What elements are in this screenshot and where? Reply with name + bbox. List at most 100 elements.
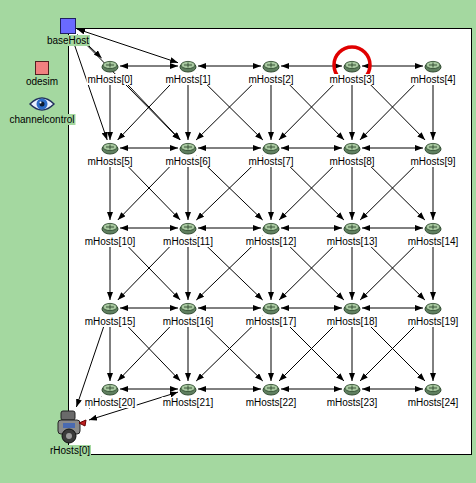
link-arrow [77,35,180,140]
node-label: mHosts[6] [164,156,211,167]
node-icon [343,382,361,396]
link-arrow [198,148,261,149]
node-icon [424,141,442,155]
node-label: mHosts[20] [84,397,137,408]
node-icon [343,141,361,155]
node-icon [101,141,119,155]
network-node: mHosts[4] [424,59,442,73]
node-label: mHosts[21] [162,397,215,408]
network-node: channelcontrol [29,95,55,113]
link-arrow [281,308,342,309]
network-node: mHosts[9] [424,141,442,155]
link-arrow [281,148,342,149]
node-label: mHosts[9] [409,156,456,167]
network-node: rHosts[0] [52,408,88,444]
network-node: mHosts[15] [101,301,119,315]
network-node: mHosts[2] [262,59,280,73]
link-arrow [77,29,178,63]
node-icon [101,59,119,73]
network-node: mHosts[23] [343,382,361,396]
link-arrow [362,228,423,229]
node-label: mHosts[7] [247,156,294,167]
node-icon [179,59,197,73]
playground-area [69,29,472,455]
node-label: mHosts[8] [328,156,375,167]
link-arrow [120,389,178,390]
node-label: mHosts[11] [162,236,214,247]
node-label: mHosts[5] [86,156,133,167]
network-node: mHosts[0] [101,59,119,73]
node-label: mHosts[24] [407,397,460,408]
node-icon [35,61,49,75]
link-arrow [362,148,423,149]
link-arrow [76,316,107,407]
network-node: mHosts[12] [262,221,280,235]
network-node: mHosts[21] [179,382,197,396]
node-icon [101,301,119,315]
node-label: mHosts[16] [162,316,215,327]
network-node: mHosts[8] [343,141,361,155]
network-node: mHosts[11] [179,221,197,235]
link-arrow [198,228,261,229]
node-label: mHosts[1] [164,74,211,85]
node-icon [424,221,442,235]
link-arrow [120,228,178,229]
node-label: channelcontrol [8,114,75,125]
node-icon [424,382,442,396]
network-node: mHosts[6] [179,141,197,155]
node-label: mHosts[17] [245,316,298,327]
network-node: baseHost [60,18,76,34]
node-label: mHosts[10] [84,236,137,247]
node-icon [343,59,361,73]
node-label: mHosts[19] [407,316,460,327]
node-label: mHosts[4] [409,74,456,85]
network-node: mHosts[17] [262,301,280,315]
node-label: mHosts[14] [407,236,460,247]
node-icon [52,408,88,444]
node-icon [179,141,197,155]
network-node: mHosts[16] [179,301,197,315]
network-node: mHosts[1] [179,59,197,73]
node-label: mHosts[0] [86,74,133,85]
link-arrow [362,389,423,390]
link-arrow [120,66,178,67]
node-icon [262,141,280,155]
network-node: mHosts[22] [262,382,280,396]
node-label: mHosts[18] [326,316,379,327]
node-label: odesim [25,76,59,87]
node-icon [424,59,442,73]
network-node: mHosts[3] [343,59,361,73]
node-label: mHosts[2] [247,74,294,85]
network-node: mHosts[13] [343,221,361,235]
network-node: odesim [35,61,49,75]
network-node: mHosts[20] [101,382,119,396]
link-arrow [71,35,107,140]
network-node: mHosts[5] [101,141,119,155]
node-label: mHosts[22] [245,397,298,408]
node-icon [262,221,280,235]
node-icon [262,59,280,73]
node-label: mHosts[3] [328,74,375,85]
link-arrow [281,228,342,229]
node-icon [179,382,197,396]
link-arrow [362,308,423,309]
link-arrow [198,66,261,67]
node-icon [424,301,442,315]
link-arrow [120,148,178,149]
node-icon [262,301,280,315]
network-node: mHosts[10] [101,221,119,235]
node-icon [343,221,361,235]
node-icon [101,221,119,235]
node-icon [179,301,197,315]
node-icon [101,382,119,396]
node-icon [262,382,280,396]
network-node: mHosts[24] [424,382,442,396]
node-label: mHosts[13] [326,236,379,247]
node-icon [60,18,76,34]
node-label: baseHost [46,35,90,46]
link-arrow [198,308,261,309]
link-arrow [281,389,342,390]
node-label: mHosts[23] [326,397,379,408]
node-label: mHosts[12] [245,236,298,247]
link-arrow [120,308,178,309]
